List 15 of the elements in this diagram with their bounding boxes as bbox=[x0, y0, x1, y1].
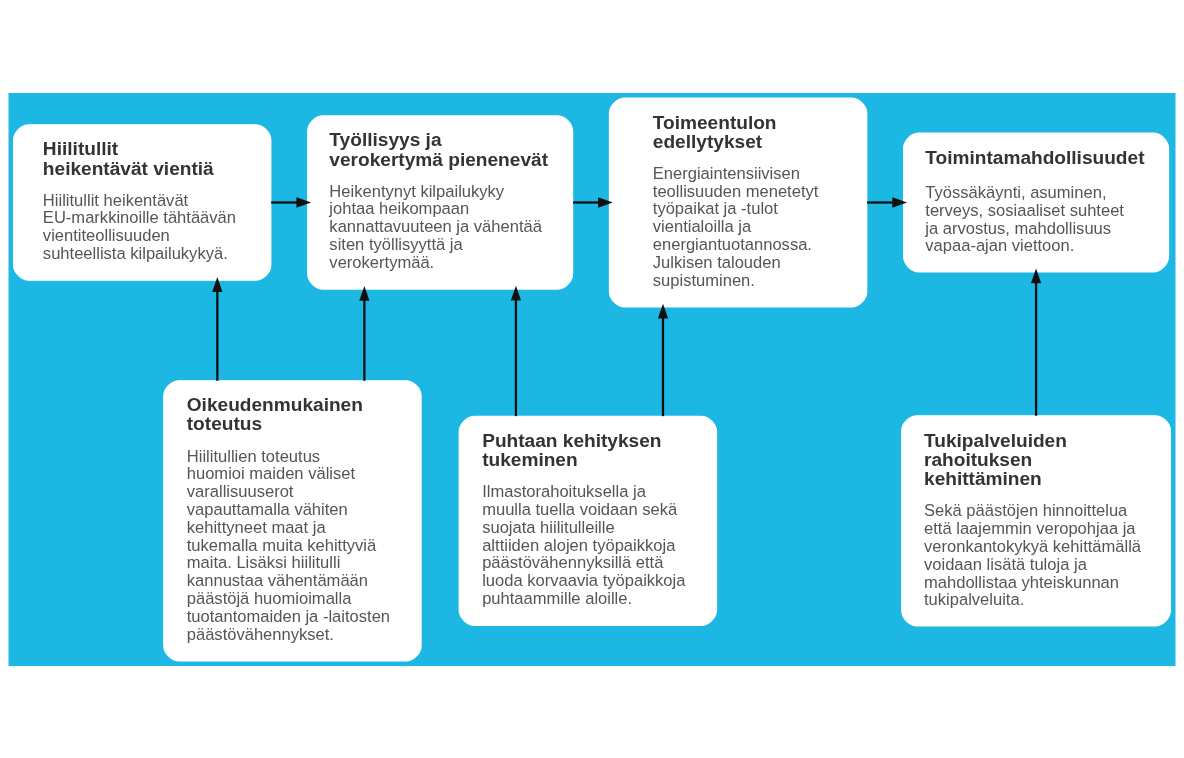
node-box: Työllisyys ja verokertymä pienenevät Heikentynyt kilpailukyky johtaa heikompaan kannattavuuteen ja vähentää siten työllisyyttä ja verokertymää. bbox=[307, 114, 574, 290]
node-box: Oikeudenmukainen toteutus Hiilitullien toteutus huomioi maiden väliset varallisuuserot vapauttamalla vähiten kehittyneet maat ja tukemalla muita kehittyviä maita. Lisäksi hiilitulli kannustaa vähentämään päästöjä huomioimalla tuotantomaiden ja -laitosten päästövähennykset. bbox=[163, 379, 422, 662]
arrow bbox=[212, 276, 223, 381]
arrow bbox=[510, 285, 522, 416]
arrow bbox=[867, 196, 908, 208]
node-box: Puhtaan kehityksen tukeminen Ilmastorahoituksella ja muulla tuella voidaan sekä suojata hiilitulleille alttiiden alojen työpaikkoja päästövähennyksillä että luoda korvaavia työpaikkoja puhtaammille aloille. bbox=[458, 415, 718, 626]
arrow bbox=[271, 196, 312, 208]
node-box: Tukipalveluiden rahoituksen kehittäminen Sekä päästöjen hinnoittelua että laajemmin veropohjaa ja veronkantokykyä kehittämällä voidaan lisätä tuloja ja mahdollistaa yhteiskunnan tukipalveluita. bbox=[901, 414, 1172, 627]
node-box: Toimeentulon edellytykset Energiaintensiivisen teollisuuden menetetyt työpaikat ja -tulot vientialoilla ja energiantuotannossa. Julkisen talouden supistuminen. bbox=[608, 96, 868, 308]
arrow bbox=[657, 303, 669, 416]
arrow bbox=[1030, 267, 1042, 416]
node-box: Hiilitullit heikentävät vientiä Hiilitullit heikentävät EU-markkinoille tähtäävän vientiteollisuuden suhteellista kilpailukykyä. bbox=[12, 123, 272, 281]
node-box: Toimintamahdollisuudet Työssäkäynti, asuminen, terveys, sosiaaliset suhteet ja arvostus, mahdollisuus vapaa-ajan viettoon. bbox=[903, 131, 1170, 273]
arrow bbox=[573, 196, 613, 208]
arrow bbox=[359, 285, 370, 381]
